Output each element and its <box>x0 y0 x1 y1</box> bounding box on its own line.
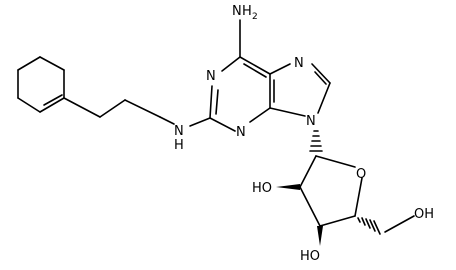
label-nh-linker-h: H <box>174 138 184 153</box>
bond <box>384 215 415 233</box>
ethyl-linker <box>63 97 175 125</box>
label-n9: N <box>306 114 316 129</box>
label-oh-5prime: OH <box>414 207 434 222</box>
bond <box>299 155 317 188</box>
ribose-ring <box>299 155 363 227</box>
cyclohexene-ring <box>17 56 65 113</box>
bold-wedge-bond <box>317 226 323 246</box>
bond <box>209 117 236 132</box>
bond <box>221 56 241 72</box>
bond <box>17 56 41 71</box>
bond <box>189 117 211 127</box>
bond <box>39 56 65 71</box>
bond <box>17 97 41 113</box>
bond <box>299 186 321 227</box>
label-n-bottom-ring: N <box>236 125 246 140</box>
hashed-wedge-bond <box>357 217 381 235</box>
bond <box>317 82 331 114</box>
bond <box>315 155 356 168</box>
bond <box>354 177 363 217</box>
bond <box>269 107 306 117</box>
hash-line <box>369 219 376 232</box>
label-amine-sub: 2 <box>252 12 258 22</box>
hash-line <box>361 217 366 226</box>
bond <box>159 116 175 125</box>
imidazole-ring <box>269 63 331 117</box>
label-nh-linker-n: N <box>174 124 184 139</box>
double-bond-inner <box>243 63 267 78</box>
double-bond-inner <box>314 71 327 85</box>
hashed-wedge-bond <box>309 130 323 152</box>
hash-line <box>365 218 371 229</box>
bond <box>209 85 213 119</box>
bond <box>99 99 126 118</box>
label-n-left-ring: N <box>206 69 216 84</box>
bond <box>239 56 271 75</box>
double-bond-inner <box>43 94 63 106</box>
label-n-top-right: N <box>294 56 304 71</box>
pyrimidine-ring <box>209 19 271 132</box>
label-ho-2prime: HO <box>252 181 272 196</box>
label-ho-3prime: HO <box>300 249 320 264</box>
hash-line <box>357 217 361 223</box>
bond <box>124 99 161 118</box>
bond <box>269 63 291 75</box>
hash-line <box>373 220 381 235</box>
double-bond-inner <box>215 89 219 115</box>
bond <box>319 215 356 227</box>
bold-wedge-bond <box>276 184 300 190</box>
bond <box>311 63 331 84</box>
label-amine-h: H <box>242 4 252 19</box>
label-ring-o: O <box>356 167 366 182</box>
bond <box>39 97 65 113</box>
bond <box>63 97 101 118</box>
bond <box>249 107 271 123</box>
label-amine-n: N <box>232 4 242 19</box>
